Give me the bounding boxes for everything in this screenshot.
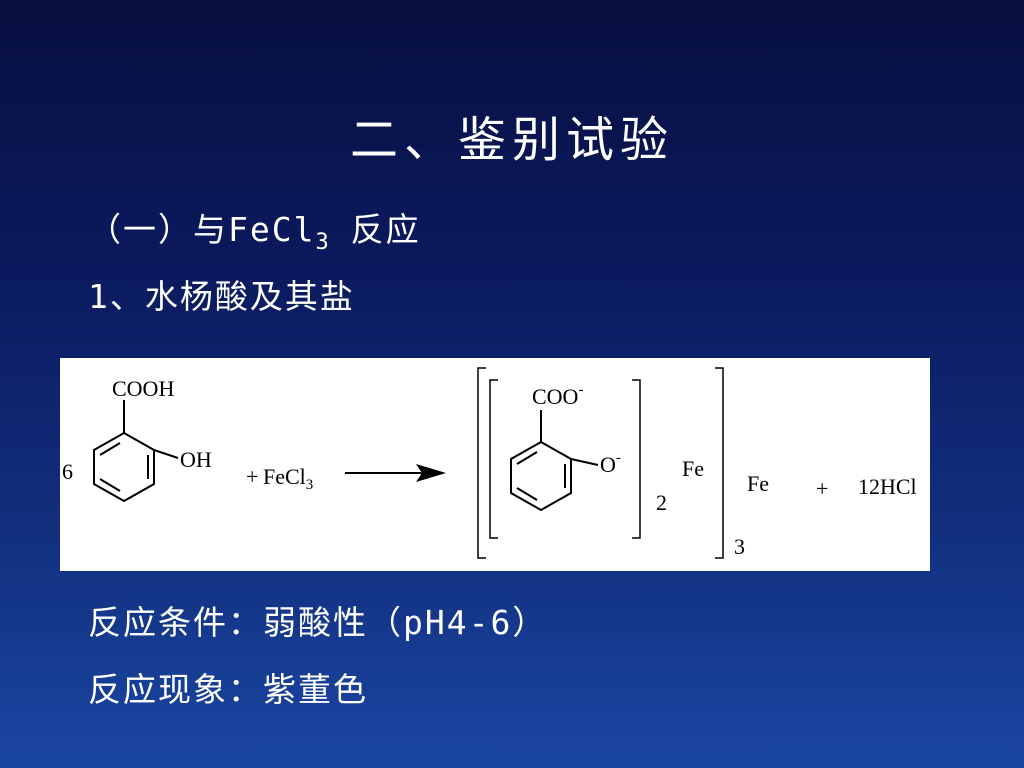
inner-count: 2 — [656, 490, 667, 515]
reaction-equation-svg: 6 COOH OH + FeCl3 — [62, 367, 917, 559]
section-heading-prefix: （一）与FeCl — [88, 210, 316, 249]
section-heading-subscript: 3 — [315, 230, 329, 255]
reactant-plus: + — [246, 464, 258, 489]
product-carboxylate-text: COO — [532, 384, 578, 409]
product-benzene-ring — [510, 410, 599, 512]
reactant-hydroxyl-bond — [153, 449, 179, 459]
reactant-coefficient: 6 — [62, 459, 73, 484]
outer-count: 3 — [734, 534, 745, 559]
reaction-condition: 反应条件：弱酸性（pH4-6） — [88, 603, 548, 642]
outer-brackets — [477, 367, 724, 559]
reactant-hydroxyl-label: OH — [180, 447, 212, 472]
item-heading: 1、水杨酸及其盐 — [88, 277, 355, 316]
reactant-carboxyl-label: COOH — [112, 376, 174, 401]
reaction-phenomenon: 反应现象：紫董色 — [88, 670, 368, 709]
section-heading: （一）与FeCl3 反应 — [88, 203, 421, 255]
product-phenoxide-charge: - — [616, 450, 621, 466]
reactant-benzene-ring — [93, 400, 179, 503]
product-phenoxide-bond — [570, 458, 599, 466]
reaction-arrow — [345, 464, 446, 482]
section-heading-suffix: 反应 — [328, 210, 421, 249]
outer-metal: Fe — [747, 471, 769, 496]
reagent-main: FeCl — [263, 464, 306, 489]
byproduct-formula: 12HCl — [858, 474, 917, 499]
byproduct-plus: + — [816, 476, 828, 501]
inner-metal: Fe — [682, 456, 704, 481]
product-carboxylate-charge: - — [578, 382, 583, 398]
inner-brackets — [489, 379, 641, 539]
slide-title: 二、鉴别试验 — [349, 112, 674, 168]
product-phenoxide-label: O- — [600, 450, 621, 477]
product-carboxylate-label: COO- — [532, 382, 583, 409]
product-phenoxide-text: O — [600, 452, 616, 477]
reaction-equation-figure: 6 COOH OH + FeCl3 — [60, 358, 930, 571]
reagent-formula: FeCl3 — [263, 464, 313, 493]
reagent-subscript: 3 — [306, 477, 314, 493]
